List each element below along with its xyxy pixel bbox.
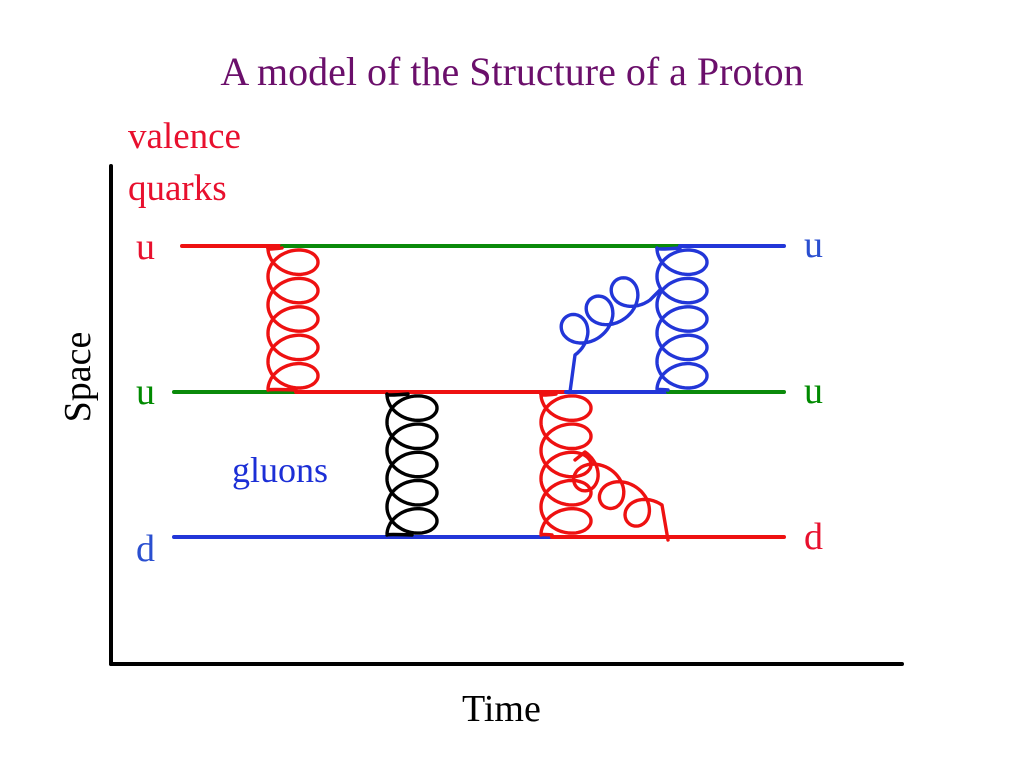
valence-quarks-label-line1: valence	[128, 116, 241, 157]
right-quark-label-middle: u	[804, 370, 823, 412]
valence-quarks-label-line2: quarks	[128, 168, 227, 209]
left-quark-label-bottom: d	[136, 528, 155, 570]
gluons-label: gluons	[232, 450, 329, 490]
gluon-blue-top-right-vertical	[655, 246, 709, 392]
x-axis-label: Time	[462, 688, 541, 730]
diagram-title: A model of the Structure of a Proton	[220, 49, 804, 94]
gluon-red-top-left	[266, 246, 320, 392]
gluon-blue-top-right-branch	[559, 276, 662, 394]
gluon-red-bottom-right-branch	[572, 450, 670, 542]
gluon-black-bottom-left	[385, 392, 439, 537]
right-quark-label-top: u	[804, 224, 823, 266]
left-quark-label-middle: u	[136, 371, 155, 413]
right-quark-label-bottom: d	[804, 516, 823, 558]
left-quark-label-top: u	[136, 226, 155, 268]
